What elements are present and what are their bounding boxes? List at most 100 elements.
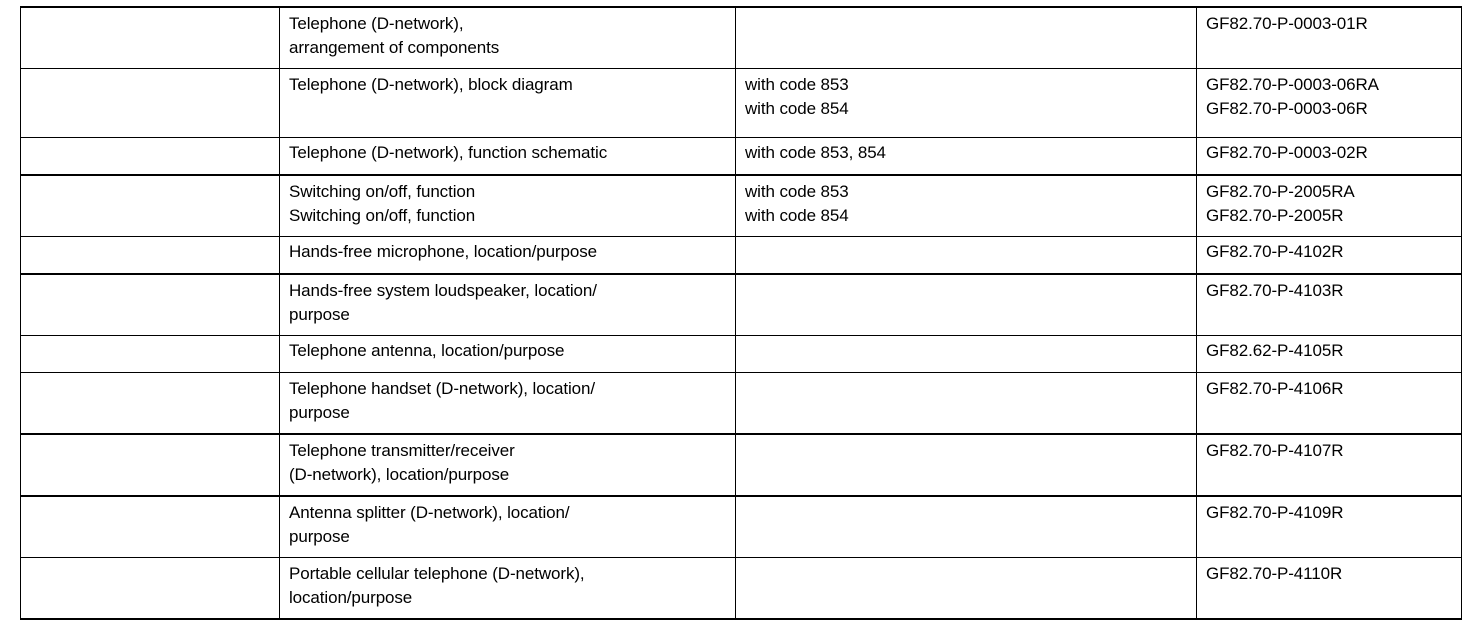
cell-code: with code 853 with code 854 [735, 68, 1197, 138]
table-row: Portable cellular telephone (D-network),… [20, 557, 1462, 620]
title-line: Switching on/off, function [289, 182, 476, 201]
index-cell-content [21, 69, 279, 137]
docnum-cell-content: GF82.70-P-0003-01R [1197, 8, 1461, 40]
title-cell-content: Hands-free system loudspeaker, location/… [280, 275, 735, 331]
cell-title: Telephone transmitter/receiver (D-networ… [279, 433, 736, 497]
index-cell-content [21, 8, 279, 68]
document-number: GF82.70-P-4107R [1206, 441, 1344, 460]
cell-code [735, 433, 1197, 497]
cell-code [735, 372, 1197, 435]
index-cell-content [21, 336, 279, 372]
code-cell-content [736, 237, 1196, 267]
code-cell-content [736, 373, 1196, 405]
code-line: with code 853, 854 [745, 143, 886, 162]
docnum-cell-content: GF82.70-P-2005RA GF82.70-P-2005R [1197, 176, 1461, 232]
code-cell-content [736, 497, 1196, 529]
cell-title: Telephone antenna, location/purpose [279, 335, 736, 373]
cell-docnum: GF82.70-P-4103R [1196, 273, 1462, 336]
title-cell-content: Telephone (D-network), function schemati… [280, 138, 735, 168]
cell-code [735, 6, 1197, 69]
code-cell-content: with code 853 with code 854 [736, 176, 1196, 232]
cell-title: Telephone (D-network), arrangement of co… [279, 6, 736, 69]
docnum-cell-content: GF82.70-P-4102R [1197, 237, 1461, 267]
cell-title: Portable cellular telephone (D-network),… [279, 557, 736, 620]
cell-title: Telephone (D-network), block diagram [279, 68, 736, 138]
title-cell-content: Telephone transmitter/receiver (D-networ… [280, 435, 735, 491]
cell-docnum: GF82.70-P-0003-01R [1196, 6, 1462, 69]
cell-index [20, 137, 280, 176]
cell-index [20, 335, 280, 373]
code-cell-content: with code 853 with code 854 [736, 69, 1196, 125]
code-cell-content [736, 558, 1196, 590]
docnum-cell-content: GF82.70-P-4110R [1197, 558, 1461, 590]
cell-index [20, 236, 280, 275]
code-cell-content [736, 275, 1196, 307]
title-cell-content: Telephone (D-network), arrangement of co… [280, 8, 735, 64]
cell-code: with code 853, 854 [735, 137, 1197, 176]
table-row: Telephone antenna, location/purpose GF82… [20, 335, 1462, 373]
cell-docnum: GF82.70-P-2005RA GF82.70-P-2005R [1196, 174, 1462, 237]
docnum-cell-content: GF82.70-P-4103R [1197, 275, 1461, 307]
document-number: GF82.70-P-0003-01R [1206, 14, 1368, 33]
cell-title: Hands-free system loudspeaker, location/… [279, 273, 736, 336]
docnum-cell-content: GF82.70-P-4106R [1197, 373, 1461, 405]
title-cell-content: Telephone handset (D-network), location/… [280, 373, 735, 429]
code-cell-content [736, 8, 1196, 40]
cell-title: Telephone handset (D-network), location/… [279, 372, 736, 435]
cell-code [735, 273, 1197, 336]
cell-index [20, 6, 280, 69]
code-line: with code 853 [745, 75, 849, 94]
table-body: Telephone (D-network), arrangement of co… [20, 6, 1462, 620]
document-number: GF82.70-P-0003-06RA [1206, 75, 1379, 94]
title-line: Telephone antenna, location/purpose [289, 341, 565, 360]
title-line: purpose [289, 527, 350, 546]
cell-code: with code 853 with code 854 [735, 174, 1197, 237]
cell-index [20, 174, 280, 237]
cell-title: Switching on/off, function Switching on/… [279, 174, 736, 237]
title-cell-content: Telephone (D-network), block diagram [280, 69, 735, 101]
title-line: (D-network), location/purpose [289, 465, 510, 484]
cell-index [20, 273, 280, 336]
title-line: Telephone transmitter/receiver [289, 441, 515, 460]
cell-docnum: GF82.70-P-4110R [1196, 557, 1462, 620]
document-number: GF82.70-P-2005RA [1206, 182, 1355, 201]
title-line: Telephone handset (D-network), location/ [289, 379, 595, 398]
cell-docnum: GF82.70-P-4109R [1196, 495, 1462, 558]
code-cell-content [736, 435, 1196, 467]
document-number: GF82.70-P-0003-02R [1206, 143, 1368, 162]
index-cell-content [21, 275, 279, 335]
cell-code [735, 557, 1197, 620]
title-cell-content: Antenna splitter (D-network), location/ … [280, 497, 735, 553]
table-row: Telephone (D-network), function schemati… [20, 137, 1462, 176]
cell-index [20, 433, 280, 497]
cell-title: Telephone (D-network), function schemati… [279, 137, 736, 176]
table-row: Antenna splitter (D-network), location/ … [20, 495, 1462, 558]
index-cell-content [21, 176, 279, 236]
code-line: with code 854 [745, 99, 849, 118]
cell-index [20, 68, 280, 138]
cell-docnum: GF82.70-P-4102R [1196, 236, 1462, 275]
cell-code [735, 335, 1197, 373]
cell-index [20, 372, 280, 435]
table-row: Hands-free microphone, location/purpose … [20, 236, 1462, 275]
table-row: Switching on/off, function Switching on/… [20, 174, 1462, 237]
cell-code [735, 495, 1197, 558]
table-row: Hands-free system loudspeaker, location/… [20, 273, 1462, 336]
cell-title: Hands-free microphone, location/purpose [279, 236, 736, 275]
docnum-cell-content: GF82.70-P-4109R [1197, 497, 1461, 529]
cell-docnum: GF82.70-P-0003-06RA GF82.70-P-0003-06R [1196, 68, 1462, 138]
table-row: Telephone handset (D-network), location/… [20, 372, 1462, 435]
title-line: Telephone (D-network), [289, 14, 464, 33]
index-cell-content [21, 558, 279, 618]
index-cell-content [21, 237, 279, 273]
title-line: Telephone (D-network), function schemati… [289, 143, 608, 162]
table-row: Telephone transmitter/receiver (D-networ… [20, 433, 1462, 497]
index-cell-content [21, 138, 279, 174]
docnum-cell-content: GF82.70-P-4107R [1197, 435, 1461, 467]
cell-index [20, 495, 280, 558]
docnum-cell-content: GF82.62-P-4105R [1197, 336, 1461, 366]
title-cell-content: Hands-free microphone, location/purpose [280, 237, 735, 267]
cell-docnum: GF82.70-P-4107R [1196, 433, 1462, 497]
cell-code [735, 236, 1197, 275]
title-line: arrangement of components [289, 38, 500, 57]
